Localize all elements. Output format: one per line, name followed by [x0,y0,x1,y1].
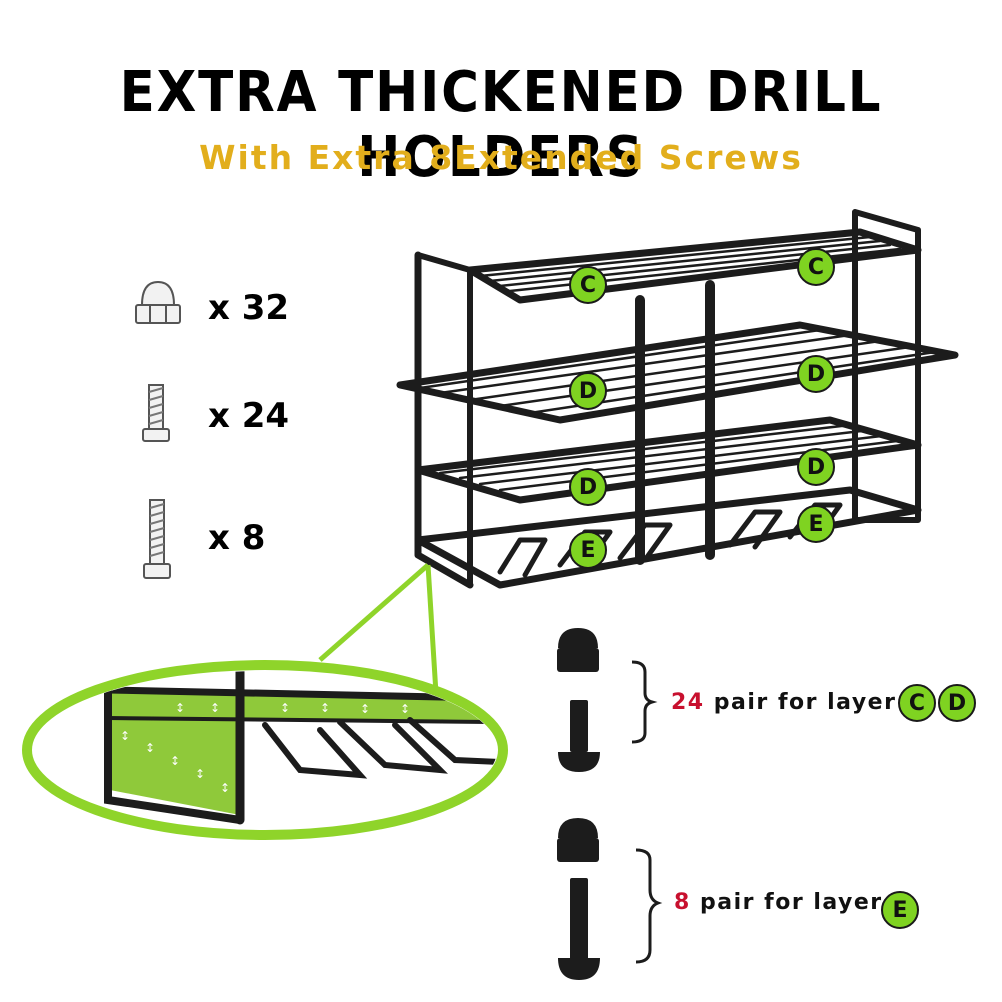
short-screw-icon [142,384,170,442]
bracket-short [631,660,658,744]
short-screw-icon [558,700,600,772]
short-screw-count: x 24 [208,396,290,436]
svg-text:↕: ↕ [195,767,205,781]
pair-count: 8 [674,890,691,915]
zoom-detail: ↕ ↕ ↕ ↕ ↕ ↕ ↕ ↕ ↕ ↕ ↕ [22,660,508,840]
pair-layer-badge-e: E [881,891,919,929]
drill-rack [396,209,959,589]
page-title: EXTRA THICKENED DRILL HOLDERS [119,60,883,190]
layer-badge-top-left: C [569,266,607,304]
layer-badge-second-left: D [569,372,607,410]
cap-nut-count: x 32 [208,288,290,328]
layer-badge-bottom-left: E [569,531,607,569]
layer-badge-third-right: D [797,448,835,486]
layer-badge-third-left: D [569,468,607,506]
pair-text: pair for layer [713,690,897,715]
long-screw-count: x 8 [208,518,266,558]
pair-info-cd: 24 pair for layer [671,690,896,715]
svg-text:↕: ↕ [175,701,185,715]
svg-text:↕: ↕ [360,702,370,716]
svg-text:↕: ↕ [320,701,330,715]
svg-text:↕: ↕ [145,741,155,755]
pair-info-e: 8 pair for layer [674,890,883,915]
svg-text:↕: ↕ [120,729,130,743]
svg-text:↕: ↕ [280,701,290,715]
bracket-long [635,848,663,964]
cap-nut-icon [557,818,599,862]
cap-nut-icon [557,628,599,672]
layer-badge-bottom-right: E [797,505,835,543]
svg-text:↕: ↕ [220,781,230,795]
pair-layer-badge-d: D [938,684,976,722]
layer-badge-second-right: D [797,355,835,393]
pair-text: pair for layer [699,890,883,915]
layer-badge-top-right: C [797,248,835,286]
cap-nut-icon [135,280,181,324]
page-subtitle: With Extra 8Extended Screws [199,138,803,177]
pair-layer-badge-c: C [898,684,936,722]
svg-text:↕: ↕ [170,754,180,768]
svg-text:↕: ↕ [400,702,410,716]
pair-count: 24 [671,690,705,715]
long-screw-icon [558,878,600,980]
long-screw-icon [143,499,171,579]
svg-text:↕: ↕ [210,701,220,715]
